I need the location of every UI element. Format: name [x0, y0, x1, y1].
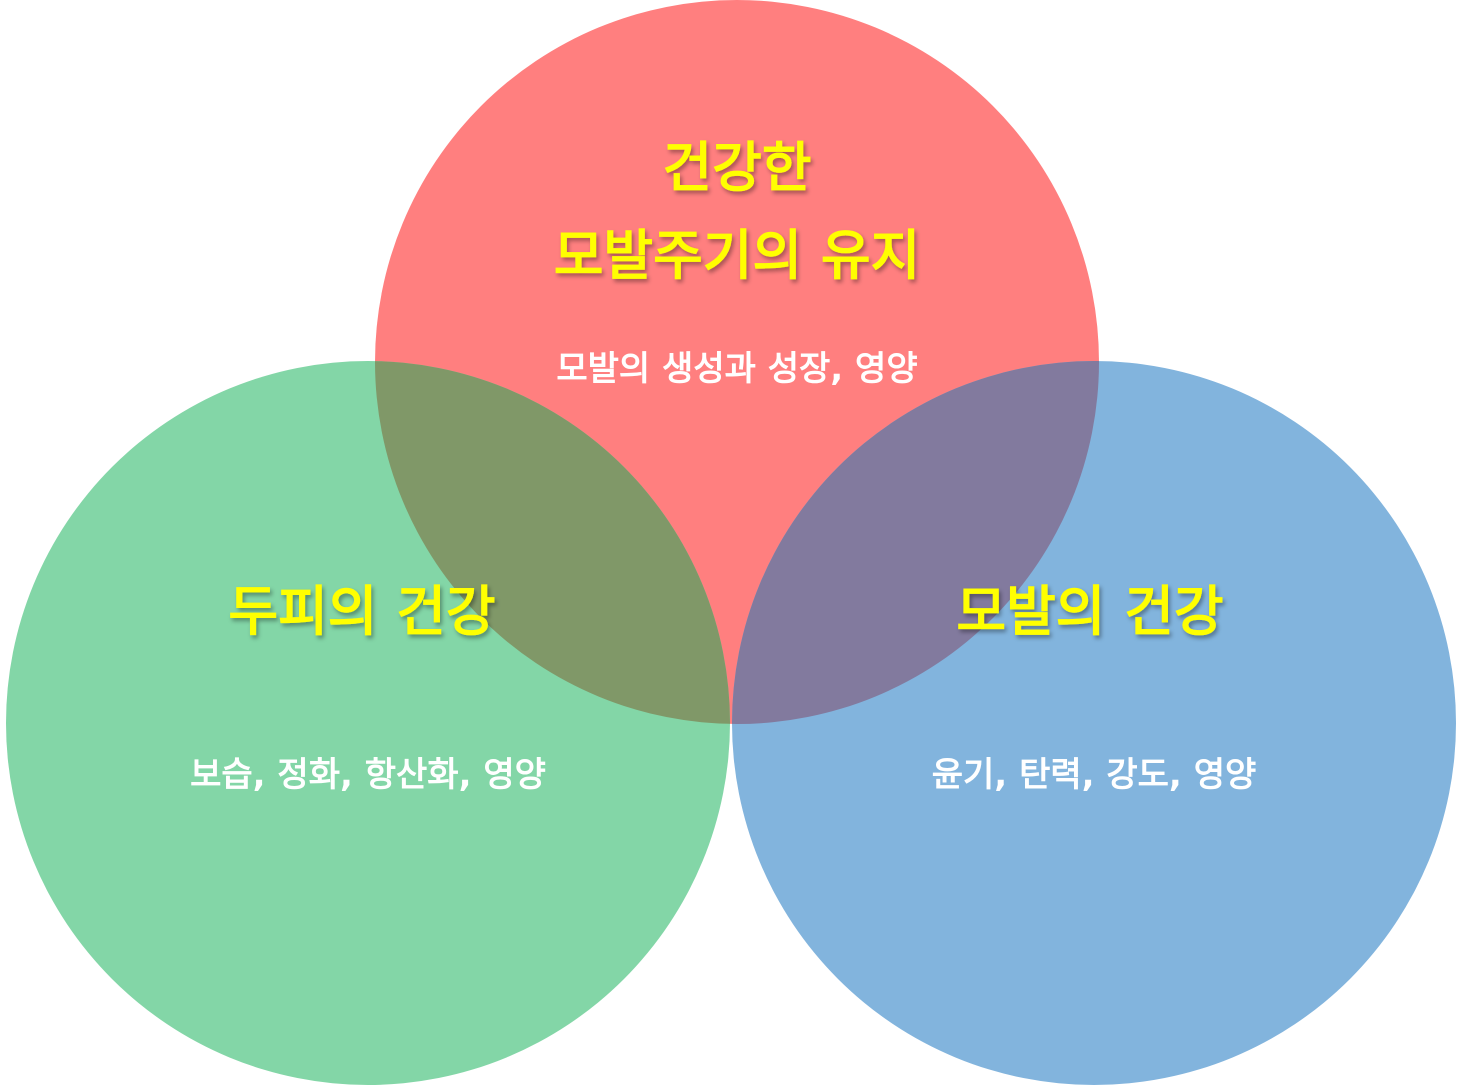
top-circle-title-line1: 건강한	[662, 136, 811, 199]
right-circle-description: 윤기, 탄력, 강도, 영양	[932, 755, 1257, 795]
top-circle-title-line2: 모발주기의 유지	[554, 224, 921, 287]
left-circle-title: 두피의 건강	[228, 580, 495, 643]
right-circle-title: 모발의 건강	[956, 580, 1223, 643]
top-circle-description: 모발의 생성과 성장, 영양	[556, 349, 917, 389]
overlap-top-left	[375, 361, 730, 724]
left-circle-description: 보습, 정화, 항산화, 영양	[190, 755, 546, 795]
